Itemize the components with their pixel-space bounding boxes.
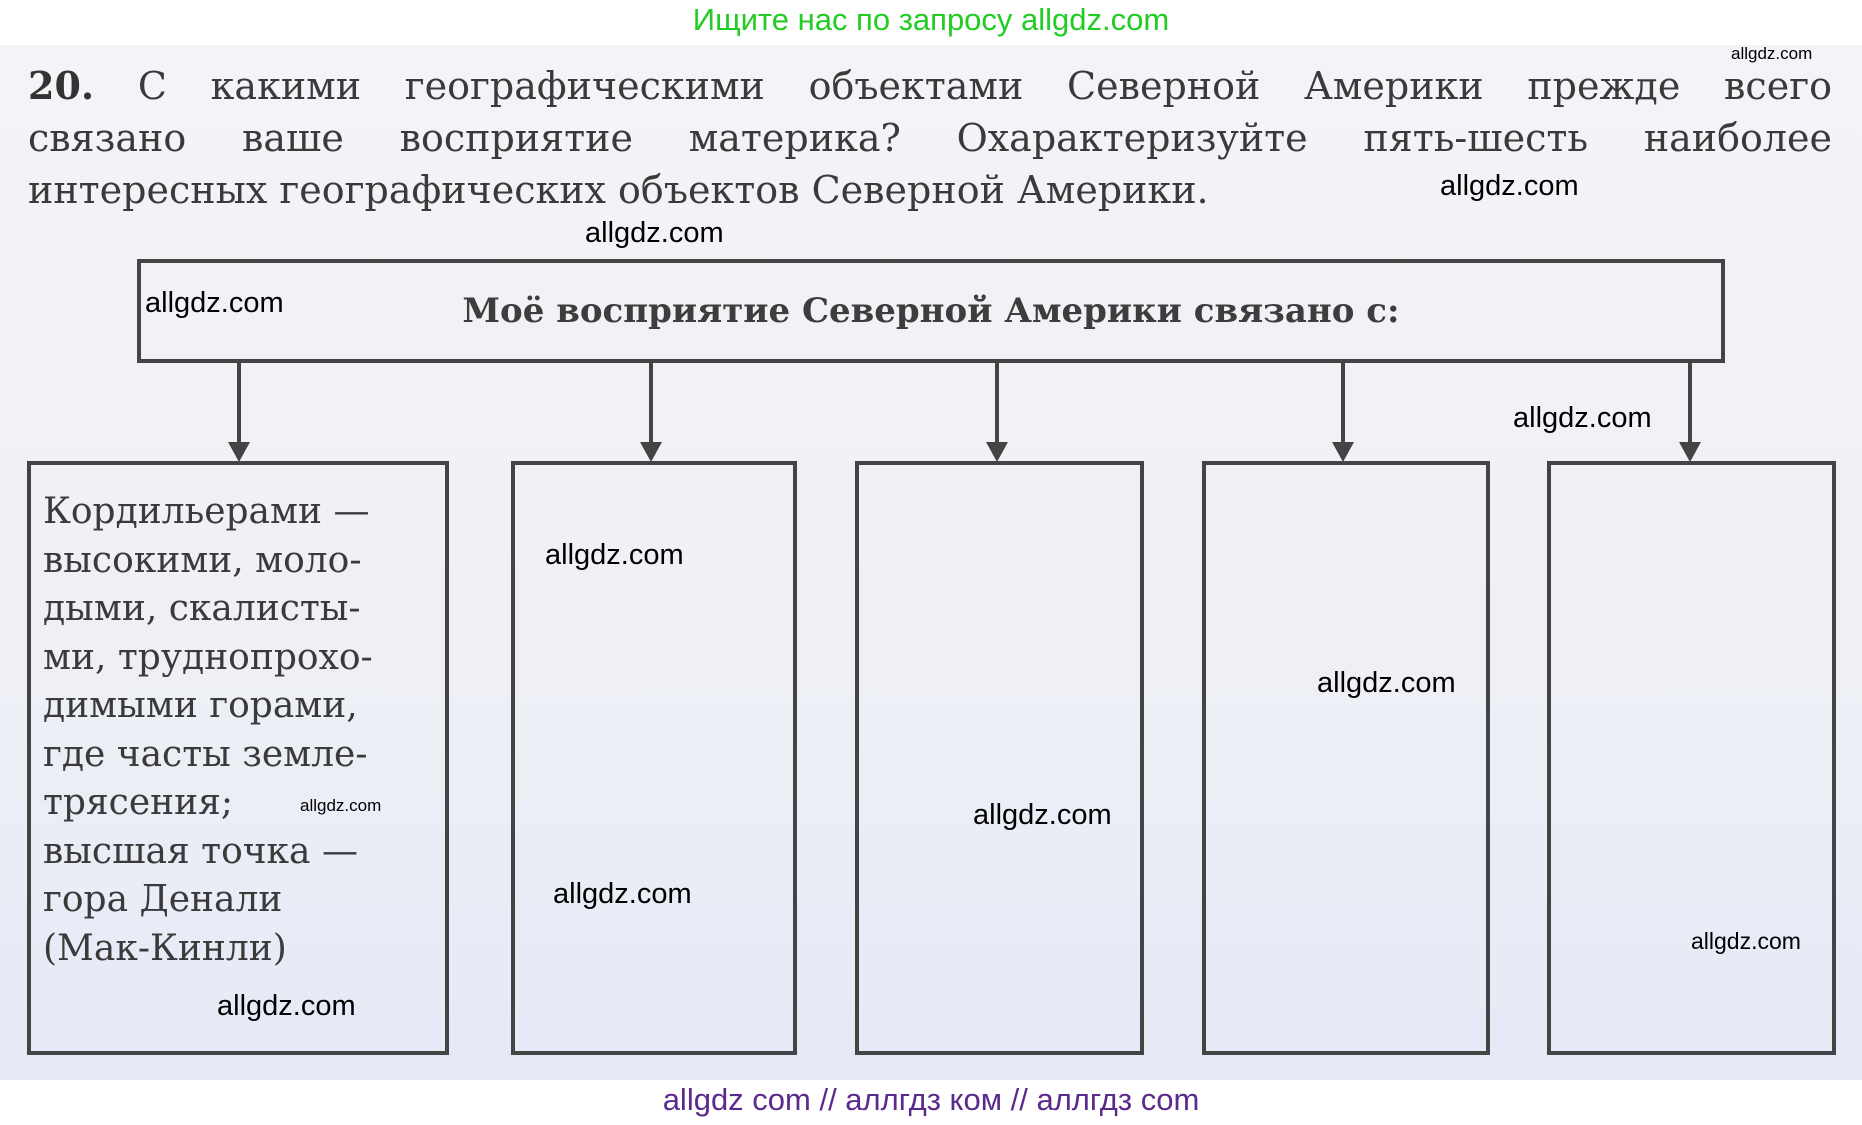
question-text: 20. С какими географическими объектами С…	[28, 60, 1832, 216]
question-line: С какими географическими объектами Север…	[137, 64, 1832, 108]
question-line: интересных географических объектов Север…	[28, 168, 1209, 212]
watermark: allgdz.com	[553, 878, 692, 910]
watermark: allgdz.com	[1691, 928, 1801, 954]
watermark: allgdz.com	[300, 796, 382, 815]
watermark: allgdz.com	[1440, 170, 1579, 202]
arrow-down-icon	[1679, 360, 1701, 462]
textbook-page	[0, 45, 1862, 1080]
diagram-header-box: Моё восприятие Северной Америки связано …	[137, 259, 1725, 363]
answer-box-5	[1547, 461, 1836, 1055]
answer-box-1	[27, 461, 449, 1055]
watermark: allgdz.com	[145, 287, 284, 319]
watermark: allgdz.com	[1317, 667, 1456, 699]
answer-box-1-text: Кордильерами — высокими, моло- дыми, ска…	[43, 491, 373, 969]
arrow-down-icon	[1332, 360, 1354, 462]
top-banner-link[interactable]: Ищите нас по запросу allgdz.com	[692, 2, 1170, 37]
watermark: allgdz.com	[217, 990, 356, 1022]
answer-box-3	[855, 461, 1144, 1055]
watermark: allgdz.com	[973, 799, 1112, 831]
arrow-down-icon	[228, 360, 250, 462]
arrow-down-icon	[986, 360, 1008, 462]
watermark: allgdz.com	[1731, 44, 1813, 63]
diagram-header-text: Моё восприятие Северной Америки связано …	[462, 291, 1400, 331]
answer-box-2	[511, 461, 797, 1055]
bottom-banner-link[interactable]: allgdz com // аллгдз ком // аллгдз com	[662, 1082, 1200, 1117]
question-line: связано ваше восприятие материка? Охарак…	[28, 116, 1832, 160]
answer-box-4	[1202, 461, 1490, 1055]
watermark: allgdz.com	[545, 539, 684, 571]
watermark: allgdz.com	[585, 217, 724, 249]
watermark: allgdz.com	[1513, 402, 1652, 434]
arrow-down-icon	[640, 360, 662, 462]
question-number: 20.	[28, 63, 95, 108]
